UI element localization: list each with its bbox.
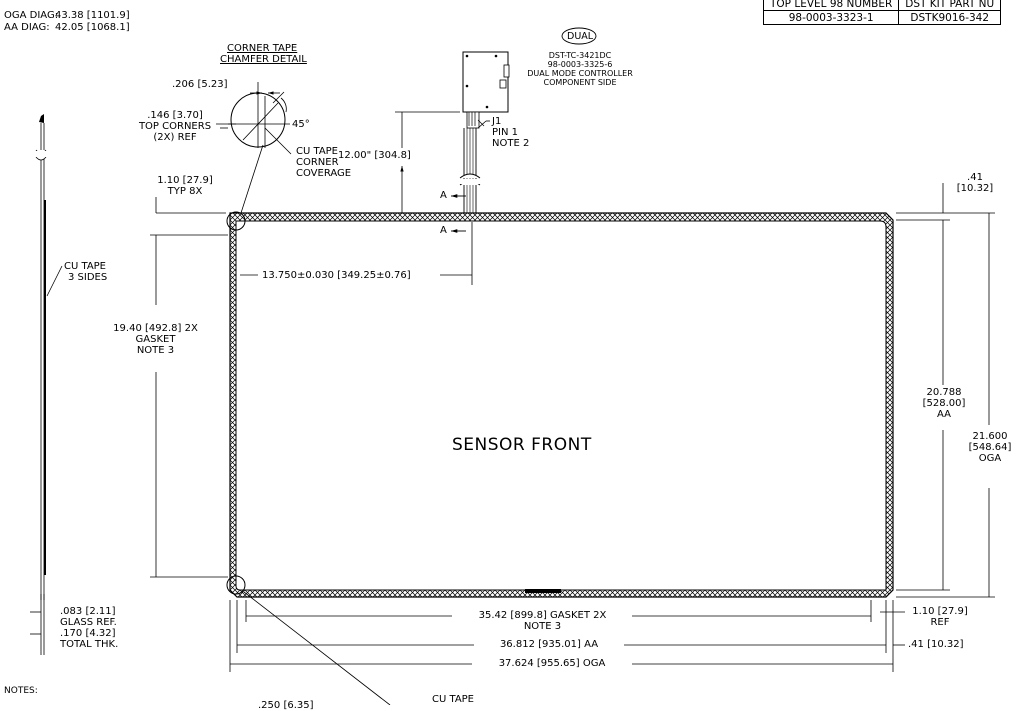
controller-label-2: 98-0003-3325-6 [547,60,613,69]
side-cu-tape-1: CU TAPE [64,261,107,272]
gasket-v-note: NOTE 3 [136,345,175,356]
chamfer-dim: .206 [5.23] [172,79,228,90]
center-dim: 13.750±0.030 [349.25±0.76] [262,270,411,281]
typ-label: TYP 8X [167,186,203,197]
top-corner-ref: (2X) REF [153,132,197,143]
oga-v-label: OGA [978,453,1002,464]
top-left-corner-callout [226,211,246,231]
oga-diag-value: 43.38 [1101.9] [55,10,130,21]
part-number-table: TOP LEVEL 98 NUMBER DST KIT PART NU 98-0… [762,0,1002,25]
j1-label: J1 [492,116,502,127]
controller-label-4: COMPONENT SIDE [543,78,617,87]
top-right-dim-mm: [10.32] [956,183,994,194]
top-corner-dim: .146 [3.70] [147,110,203,121]
table-header-top-level: TOP LEVEL 98 NUMBER [762,0,900,11]
table-cell-top-level: 98-0003-3323-1 [762,10,900,25]
notes-label: NOTES: [4,686,38,696]
aa-v-dim: 20.788 [926,387,962,398]
controller-board [462,51,510,129]
top-right-dim: .41 [967,172,983,183]
aa-v-label: AA [937,409,951,420]
gasket-h-dim: 35.42 [899.8] GASKET 2X [478,610,607,621]
typ-dim: 1.10 [27.9] [157,175,213,186]
side-cu-tape-2: 3 SIDES [68,272,108,283]
section-a-top: A [440,190,447,201]
top-corner-label: TOP CORNERS [138,121,212,132]
aa-diag-value: 42.05 [1068.1] [55,22,130,33]
aa-v-dim-mm: [528.00] [922,398,966,409]
bottom-left-corner-callout [226,575,246,595]
flex-cable [459,128,481,213]
cable-length-dim: 12.00" [304.8] [338,150,411,161]
oga-v-dim-mm: [548.64] [968,442,1012,453]
angle-label: 45° [292,119,310,130]
oga-diag-label: OGA DIAG: [4,10,59,21]
oga-v-dim: 21.600 [972,431,1008,442]
bottom-right-dim: .41 [10.32] [908,639,964,650]
aa-h-dim: 36.812 [935.01] AA [499,639,599,650]
gasket-v-dim: 19.40 [492.8] 2X [113,323,198,334]
glass-dim: .083 [2.11] [60,606,116,617]
bottom-cu-tape: CU TAPE [432,694,475,705]
corner-detail-title-1: CORNER TAPE [227,43,298,54]
gasket-h-note: NOTE 3 [523,621,562,632]
corner-detail-title-2: CHAMFER DETAIL [220,54,307,65]
oga-h-dim: 37.624 [955.65] OGA [498,658,606,669]
ref-label: REF [930,617,950,628]
glass-label: GLASS REF. [60,617,117,628]
table-cell-kit-part: DSTK9016-342 [898,10,1002,25]
controller-label-3: DUAL MODE CONTROLLER [527,69,633,78]
aa-diag-label: AA DIAG: [4,22,50,33]
cu-tape-corner-3: COVERAGE [296,168,352,179]
thickness-dim: .170 [4.32] [60,628,116,639]
gasket-v-label: GASKET [135,334,176,345]
table-header-kit-part: DST KIT PART NU [898,0,1002,11]
thickness-label: TOTAL THK. [60,639,119,650]
partial-dim: .250 [6.35] [258,700,314,711]
cu-tape-corner-2: CORNER [296,157,339,168]
controller-label-1: DST-TC-3421DC [548,51,612,60]
sensor-front-label: SENSOR FRONT [452,435,592,455]
bottom-connector [525,589,561,593]
section-a-bottom: A [440,225,447,236]
ref-dim: 1.10 [27.9] [912,606,968,617]
j1-pin-label: PIN 1 [492,127,519,138]
dual-badge-outline [561,27,597,45]
side-profile [30,114,63,655]
sensor-panel [229,212,894,598]
dual-badge: DUAL [567,31,594,42]
corner-detail [216,82,292,155]
cu-tape-corner-1: CU TAPE [296,146,339,157]
j1-note-label: NOTE 2 [492,138,530,149]
